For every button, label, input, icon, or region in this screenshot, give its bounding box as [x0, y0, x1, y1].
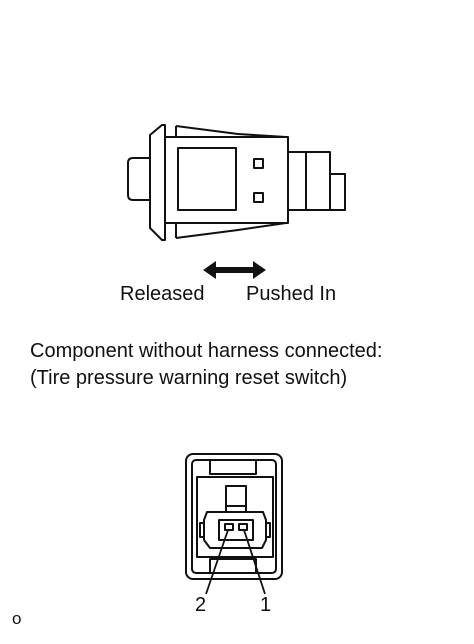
component-description-line1: Component without harness connected: — [30, 340, 383, 362]
figure-code-label: o — [12, 609, 22, 628]
double-arrow-icon — [203, 261, 266, 279]
switch-side-view — [127, 124, 346, 279]
connector-front-view — [185, 453, 283, 595]
pushed-in-label: Pushed In — [246, 283, 337, 305]
pin-2-label: 2 — [195, 594, 207, 616]
component-description-line2: (Tire pressure warning reset switch) — [30, 367, 348, 389]
released-label: Released — [120, 283, 205, 305]
pin-1-label: 1 — [260, 594, 272, 616]
